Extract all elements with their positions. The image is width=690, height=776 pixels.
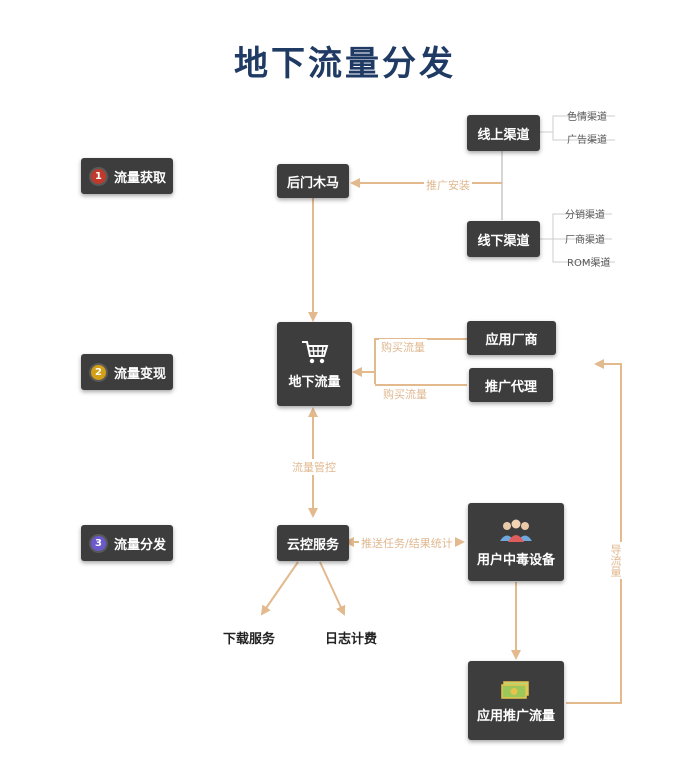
output-log-billing: 日志计费 xyxy=(325,632,378,647)
node-label: 推广代理 xyxy=(484,379,537,395)
money-icon xyxy=(501,681,529,699)
stage-number-badge: 2 xyxy=(91,364,106,380)
node-infected-devices: 用户中毒设备 xyxy=(468,503,564,581)
stage-monetize: 2 流量变现 xyxy=(81,354,173,390)
edge-label-buy-2: 购买流量 xyxy=(381,386,429,402)
online-leaf-brackets xyxy=(540,115,615,141)
edge-label-push: 推送任务/结果统计 xyxy=(359,535,455,551)
stage-number-badge: 3 xyxy=(91,535,106,551)
leaf-online-0: 色情渠道 xyxy=(567,112,607,123)
node-label: 应用推广流量 xyxy=(476,709,555,724)
buy-traffic-lines xyxy=(374,338,467,386)
download-arrow xyxy=(260,561,299,616)
edge-label-buy-1: 购买流量 xyxy=(379,339,427,355)
node-app-vendor: 应用厂商 xyxy=(467,321,556,355)
edge-label-redirect: 导流量 xyxy=(607,542,623,579)
redirect-arrow xyxy=(566,359,622,704)
stage-distribute: 3 流量分发 xyxy=(81,525,173,561)
node-trojan: 后门木马 xyxy=(277,164,349,198)
node-offline-channel: 线下渠道 xyxy=(467,221,540,257)
node-label: 地下流量 xyxy=(288,374,341,390)
leaf-offline-1: 厂商渠道 xyxy=(565,235,605,246)
page-title: 地下流量分发 xyxy=(234,44,456,84)
node-label: 用户中毒设备 xyxy=(476,552,555,568)
node-online-channel: 线上渠道 xyxy=(467,115,540,151)
node-label: 应用厂商 xyxy=(485,332,538,348)
stage-label: 流量分发 xyxy=(114,537,167,553)
node-label: 云控服务 xyxy=(286,537,339,553)
leaf-offline-0: 分销渠道 xyxy=(565,210,605,221)
edge-label-control: 流量管控 xyxy=(290,459,338,475)
node-label: 线下渠道 xyxy=(477,233,530,249)
leaf-offline-2: ROM渠道 xyxy=(567,258,611,269)
output-download-service: 下载服务 xyxy=(223,632,276,647)
users-icon xyxy=(500,519,532,542)
stage-number-badge: 1 xyxy=(91,168,106,184)
node-app-promo-traffic: 应用推广流量 xyxy=(468,661,564,740)
leaf-online-1: 广告渠道 xyxy=(567,135,607,146)
stage-label: 流量变现 xyxy=(114,366,167,382)
offline-leaf-brackets xyxy=(540,213,615,263)
log-arrow xyxy=(319,561,346,616)
edge-label-install: 推广安装 xyxy=(424,177,472,193)
node-label: 后门木马 xyxy=(286,175,339,191)
stage-acquire: 1 流量获取 xyxy=(81,158,173,194)
shopping-cart-icon xyxy=(301,340,328,363)
node-promo-agent: 推广代理 xyxy=(469,368,553,402)
node-label: 线上渠道 xyxy=(477,127,530,143)
node-underground-traffic: 地下流量 xyxy=(277,322,352,406)
stage-label: 流量获取 xyxy=(114,170,167,186)
node-cloud-control: 云控服务 xyxy=(277,525,349,561)
